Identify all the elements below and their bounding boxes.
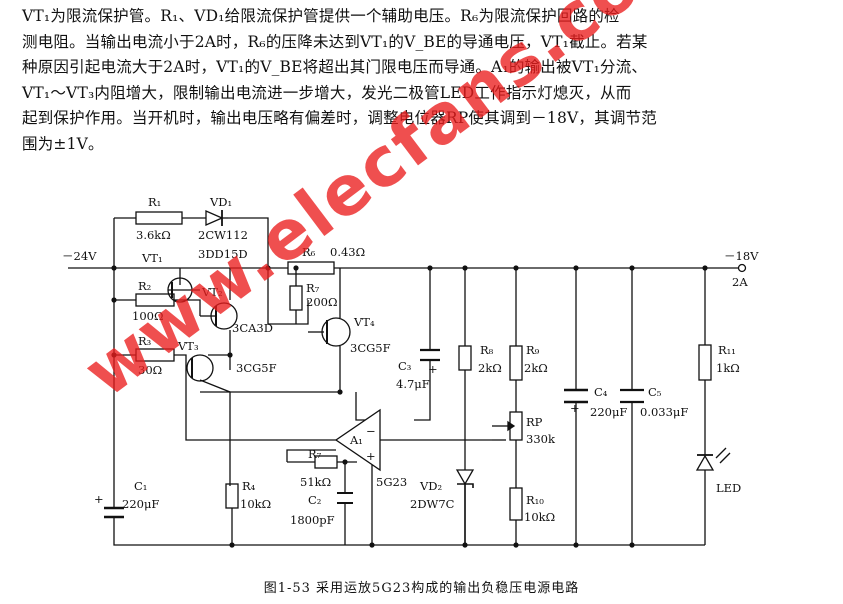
description-line-1: VT₁为限流保护管。R₁、VD₁给限流保护管提供一个辅助电压。R₆为限流保护回路… (22, 7, 620, 25)
vt4-value: 3CG5F (350, 341, 391, 355)
a1-plus-mark: + (366, 449, 376, 463)
potentiometer-rp (492, 411, 523, 441)
resistor-r8 (458, 345, 472, 371)
diodes (205, 210, 731, 545)
r8-value: 2kΩ (478, 361, 502, 375)
description-line-5: 起到保护作用。当开机时，输出电压略有偏差时，调整电位器RP使其调到－18V，其调… (22, 109, 657, 127)
capacitors (104, 348, 644, 519)
resistor-r11 (698, 344, 712, 381)
r11-name: R₁₁ (718, 343, 736, 357)
c4-plus-mark: + (570, 401, 580, 415)
transistor-vt4 (321, 317, 351, 347)
r9-name: R₉ (526, 343, 540, 357)
vt2-name: VT₂ (201, 285, 223, 299)
zener-vd1 (205, 210, 228, 226)
vd1-value: 2CW112 (198, 228, 248, 242)
r10-value: 10kΩ (524, 510, 555, 524)
r6-name: R₆ (302, 245, 316, 259)
figure-caption: 图1-53 采用运放5G23构成的输出负稳压电源电路 (263, 581, 580, 596)
r4-name: R₄ (242, 479, 256, 493)
capacitor-c1 (104, 506, 124, 519)
resistor-r9 (509, 345, 523, 381)
a1-value: 5G23 (376, 475, 407, 489)
c4-value: 220μF (590, 405, 627, 419)
r7a-name: R₇ (306, 281, 320, 295)
vt3-name: VT₃ (177, 339, 199, 353)
c1-name: C₁ (134, 479, 147, 493)
c2-name: C₂ (308, 493, 321, 507)
resistor-r7-51k (314, 455, 338, 469)
resistor-r1 (135, 211, 183, 225)
a1-minus-mark: − (366, 424, 376, 438)
r3-value: 30Ω (138, 363, 162, 377)
r4-value: 10kΩ (240, 497, 271, 511)
description-line-3: 种原因引起电流大于2A时，VT₁的V_BE将超出其门限电压而导通。A₁的输出被V… (22, 58, 648, 76)
r10-name: R₁₀ (526, 493, 544, 507)
c5-name: C₅ (648, 385, 662, 399)
op-amp-a1 (334, 408, 381, 472)
r7b-value: 51kΩ (300, 475, 331, 489)
a1-name: A₁ (349, 433, 363, 447)
description-text: VT₁为限流保护管。R₁、VD₁给限流保护管提供一个辅助电压。R₆为限流保护回路… (22, 4, 827, 157)
transistor-vt3 (186, 354, 214, 382)
output-voltage-label: －18V (724, 249, 759, 263)
vd1-name: VD₁ (209, 195, 232, 209)
c3-plus-mark: + (428, 362, 438, 376)
r11-value: 1kΩ (716, 361, 740, 375)
c2-value: 1800pF (290, 513, 335, 527)
capacitor-c4 (564, 388, 588, 404)
vt1-value: 3DD15D (198, 247, 248, 261)
input-voltage-label: －24V (62, 249, 97, 263)
description-line-4: VT₁～VT₃内阻增大，限制输出电流进一步增大，发光二极管LED工作指示灯熄灭，… (22, 83, 632, 102)
transistor-vt1 (167, 277, 193, 303)
vd2-name: VD₂ (419, 479, 442, 493)
c3-value: 4.7μF (396, 377, 430, 391)
rp-name: RP (526, 415, 543, 429)
c3-name: C₃ (398, 359, 412, 373)
r8-name: R₈ (480, 343, 494, 357)
resistor-r4 (225, 483, 239, 509)
r7b-name: R₇ (308, 447, 322, 461)
vt1-name: VT₁ (141, 251, 163, 265)
r3-name: R₃ (138, 334, 152, 348)
capacitor-c3 (420, 348, 440, 362)
description-line-6: 围为±1V。 (22, 134, 104, 153)
c4-name: C₄ (594, 385, 608, 399)
transistors (167, 277, 351, 382)
vt3-value: 3CG5F (236, 361, 277, 375)
r7a-value: 200Ω (306, 295, 338, 309)
led-indicator (695, 447, 731, 471)
c1-plus-mark: + (94, 492, 104, 506)
capacitor-c2 (337, 492, 353, 504)
rp-value: 330k (526, 432, 556, 446)
output-terminal (737, 263, 747, 273)
vt2-value: 3CA3D (232, 321, 273, 335)
transistor-vt2 (210, 302, 238, 330)
r2-value: 100Ω (132, 309, 164, 323)
vd2-value: 2DW7C (410, 497, 455, 511)
c5-value: 0.033μF (640, 405, 688, 419)
r9-value: 2kΩ (524, 361, 548, 375)
vt4-name: VT₄ (353, 315, 375, 329)
capacitor-c5 (620, 388, 644, 404)
resistor-r3 (135, 348, 175, 362)
resistor-r6 (287, 261, 335, 275)
labels: －24V －18V 2A R₁ 3.6kΩ VD₁ 2CW112 VT₁ 3DD… (62, 195, 759, 527)
c1-value: 220μF (122, 497, 159, 511)
resistor-r10 (509, 487, 523, 521)
r1-value: 3.6kΩ (136, 228, 171, 242)
r2-name: R₂ (138, 279, 151, 293)
description-line-2: 测电阻。当输出电流小于2A时，R₆的压降未达到VT₁的V_BE的导通电压，VT₁… (22, 32, 648, 51)
zener-vd2 (455, 469, 475, 545)
resistors (135, 211, 712, 521)
resistor-r7-200 (289, 285, 303, 311)
nodes (111, 265, 708, 548)
led-name: LED (716, 481, 741, 495)
r1-name: R₁ (148, 195, 161, 209)
output-current-label: 2A (732, 275, 748, 289)
r6-value: 0.43Ω (330, 245, 365, 259)
